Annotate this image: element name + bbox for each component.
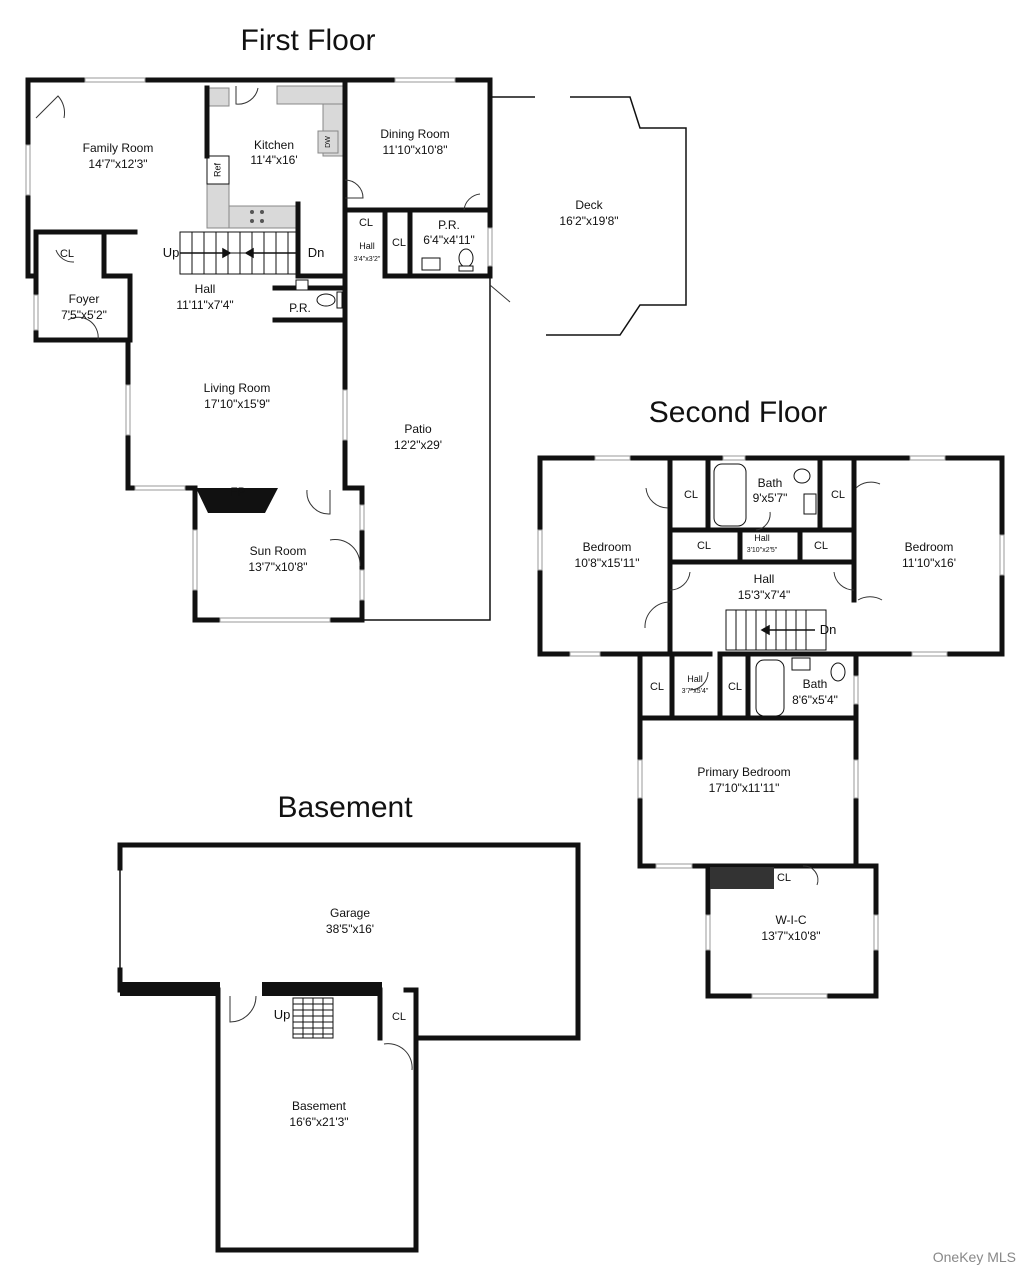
- bedroom-right-dim: 11'10"x16': [902, 556, 956, 570]
- stairs-up-label: Up: [163, 245, 180, 260]
- wic-dim: 13'7"x10'8": [761, 929, 820, 943]
- basement-plan: Up Garage 38'5"x16' CL Basement 16'6"x21…: [117, 842, 581, 1253]
- dishwasher-label: DW: [325, 136, 332, 148]
- deck-name: Deck: [575, 198, 603, 212]
- fireplace-icon: [196, 488, 278, 513]
- hall-dim: 11'11"x7'4": [176, 298, 233, 312]
- family-room-name: Family Room: [83, 141, 154, 155]
- deck-dim: 16'2"x19'8": [559, 214, 618, 228]
- closet-label: CL: [777, 872, 791, 884]
- dishwasher-icon: [317, 130, 339, 154]
- closet-label: CL: [359, 217, 373, 229]
- bath-upper-name: Bath: [758, 476, 783, 490]
- kitchen-dim: 11'4"x16': [250, 153, 297, 167]
- basement-stairs: [292, 997, 334, 1039]
- dining-room-name: Dining Room: [380, 127, 449, 141]
- powder-room-dim: 6'4"x4'11": [423, 233, 475, 247]
- closet-label: CL: [728, 681, 742, 693]
- basement-stairs-up-label: Up: [274, 1007, 291, 1022]
- refrigerator-label: Ref: [212, 163, 222, 178]
- hall-name: Hall: [195, 282, 216, 296]
- patio-dim: 12'2"x29': [394, 438, 442, 452]
- stove-icon: [250, 210, 264, 223]
- second-floor-stairs: [725, 609, 827, 651]
- hall-second-name: Hall: [754, 572, 775, 586]
- powder-room-hall-name: P.R.: [289, 301, 311, 315]
- powder-room-name: P.R.: [438, 218, 460, 232]
- first-floor-title: First Floor: [241, 24, 376, 57]
- second-floor-title: Second Floor: [649, 396, 827, 429]
- second-floor-plan: Dn Bedroom 10'8"x15'11" CL Bath 9'x5'7" …: [537, 455, 1005, 999]
- bedroom-left-dim: 10'8"x15'11": [575, 556, 640, 570]
- second-stairs-down-label: Dn: [820, 622, 837, 637]
- basement-room-name: Basement: [292, 1099, 347, 1113]
- first-floor-stairs: [179, 231, 301, 275]
- deck-outline: [490, 96, 687, 336]
- bath-lower-dim: 8'6"x5'4": [792, 693, 838, 707]
- closet-label: CL: [814, 540, 828, 552]
- small-hall-name: Hall: [359, 241, 375, 251]
- small-upper-hall-dim: 3'10"x2'5": [747, 547, 778, 554]
- stairs-down-label: Dn: [308, 245, 325, 260]
- living-room-name: Living Room: [204, 381, 271, 395]
- closet-label: CL: [60, 248, 74, 260]
- closet-label: CL: [697, 540, 711, 552]
- dining-room-dim: 11'10"x10'8": [383, 143, 448, 157]
- small-upper-hall-name: Hall: [754, 533, 770, 543]
- bedroom-right-name: Bedroom: [905, 540, 954, 554]
- sun-room-dim: 13'7"x10'8": [248, 560, 307, 574]
- small-hall-dim: 3'4"x3'2": [354, 256, 381, 263]
- closet-label: CL: [831, 489, 845, 501]
- bath-upper-dim: 9'x5'7": [753, 491, 788, 505]
- closet-label: CL: [392, 1011, 406, 1023]
- patio-name: Patio: [404, 422, 432, 436]
- watermark: OneKey MLS: [933, 1249, 1016, 1265]
- small-lower-hall-dim: 3'7"x5'4": [682, 688, 709, 695]
- closet-label: CL: [684, 489, 698, 501]
- primary-bedroom-dim: 17'10"x11'11": [709, 781, 780, 795]
- foyer-name: Foyer: [69, 292, 100, 306]
- wic-name: W-I-C: [775, 913, 806, 927]
- small-lower-hall-name: Hall: [687, 674, 703, 684]
- bedroom-left-name: Bedroom: [583, 540, 632, 554]
- sun-room-name: Sun Room: [250, 544, 307, 558]
- basement-title: Basement: [277, 791, 413, 824]
- primary-bedroom-name: Primary Bedroom: [697, 765, 790, 779]
- first-floor-plan: DW Ref FP: [25, 77, 687, 623]
- garage-name: Garage: [330, 906, 370, 920]
- refrigerator-icon: [206, 155, 230, 185]
- closet-label: CL: [392, 237, 406, 249]
- hall-second-dim: 15'3"x7'4": [738, 588, 790, 602]
- foyer-dim: 7'5"x5'2": [61, 308, 107, 322]
- basement-room-dim: 16'6"x21'3": [289, 1115, 348, 1129]
- kitchen-name: Kitchen: [254, 138, 294, 152]
- bath-lower-name: Bath: [803, 677, 828, 691]
- family-room-dim: 14'7"x12'3": [88, 157, 147, 171]
- closet-label: CL: [650, 681, 664, 693]
- living-room-dim: 17'10"x15'9": [204, 397, 270, 411]
- garage-dim: 38'5"x16': [326, 922, 374, 936]
- fireplace-label: FP: [230, 485, 245, 499]
